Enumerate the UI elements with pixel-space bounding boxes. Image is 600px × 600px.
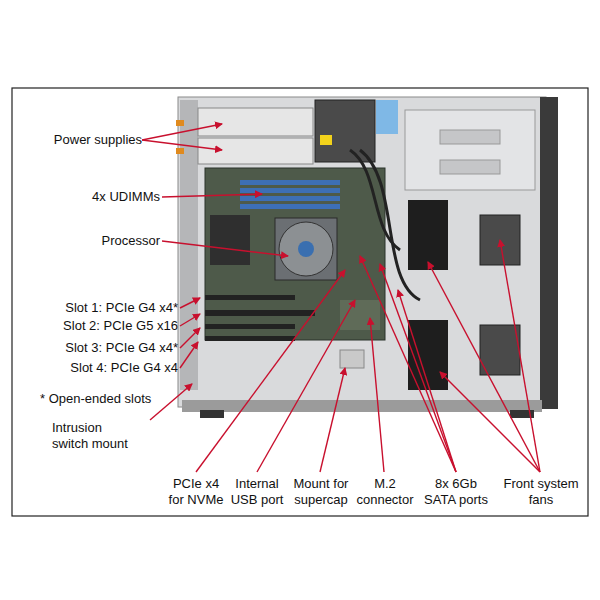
callout-label: * Open-ended slots	[40, 391, 180, 407]
callout-label: Mount for supercap	[288, 476, 354, 508]
front-bezel	[540, 97, 558, 409]
leader-line	[150, 384, 192, 420]
system-fan	[408, 200, 448, 270]
callout-label: PCIe x4 for NVMe	[165, 476, 227, 508]
callout-label: Slot 3: PCIe G4 x4*	[14, 340, 178, 356]
leader-line	[180, 342, 198, 368]
leader-line	[398, 290, 456, 472]
pcie-slot	[205, 310, 315, 316]
power-supply	[198, 108, 313, 136]
dimm	[240, 188, 340, 193]
motherboard	[205, 168, 385, 340]
psu-latch	[176, 120, 184, 126]
fan-hub	[298, 241, 314, 257]
cpu-fan-frame	[275, 218, 337, 280]
leader-line	[380, 264, 456, 472]
leader-line	[180, 328, 200, 348]
psu-part	[376, 100, 398, 134]
callout-label: Slot 1: PCIe G4 x4*	[14, 300, 178, 316]
supercap-mount	[340, 350, 364, 368]
callout-label: 4x UDIMMs	[20, 189, 160, 205]
leader-line	[142, 140, 222, 150]
leader-line	[500, 240, 540, 472]
callout-label: 8x 6Gb SATA ports	[418, 476, 494, 508]
leader-line	[180, 298, 200, 308]
callout-label: Internal USB port	[226, 476, 288, 508]
pcie-slot	[205, 295, 295, 300]
leader-line	[428, 262, 540, 472]
leader-lines	[142, 124, 540, 472]
psu-latch	[176, 148, 184, 154]
dimm	[240, 196, 340, 201]
system-fan	[408, 320, 448, 390]
bay-slot	[440, 130, 500, 144]
callout-label: Processor	[20, 233, 160, 249]
leader-line	[320, 368, 345, 472]
callout-label: Slot 4: PCIe G4 x4	[14, 360, 178, 376]
callout-label: Front system fans	[500, 476, 582, 508]
power-supply	[198, 138, 313, 164]
bay-bracket	[480, 325, 520, 375]
chassis	[178, 97, 546, 407]
warning-sticker	[320, 135, 332, 145]
heatsink	[210, 215, 250, 265]
callout-label: Intrusion switch mount	[52, 420, 140, 452]
bay-slot	[440, 160, 500, 174]
dimm	[240, 180, 340, 185]
leader-line	[162, 241, 288, 256]
leader-line	[162, 194, 262, 197]
psu-cage	[315, 100, 375, 162]
callout-label: Slot 2: PCIe G5 x16	[14, 318, 178, 334]
foot	[200, 410, 224, 418]
frame	[12, 88, 588, 516]
cpu-fan	[279, 222, 333, 276]
leader-line	[257, 300, 355, 472]
callout-label: M.2 connector	[354, 476, 416, 508]
leader-line	[180, 314, 200, 326]
dimm	[240, 204, 340, 209]
pcie-slot	[205, 336, 295, 341]
leader-line	[142, 124, 222, 140]
callout-label: Power supplies	[20, 132, 142, 148]
leader-line	[370, 318, 384, 472]
chassis-base	[182, 400, 542, 412]
pcie-slot	[205, 324, 295, 329]
leader-line	[196, 270, 345, 472]
drive-bay	[405, 110, 535, 190]
